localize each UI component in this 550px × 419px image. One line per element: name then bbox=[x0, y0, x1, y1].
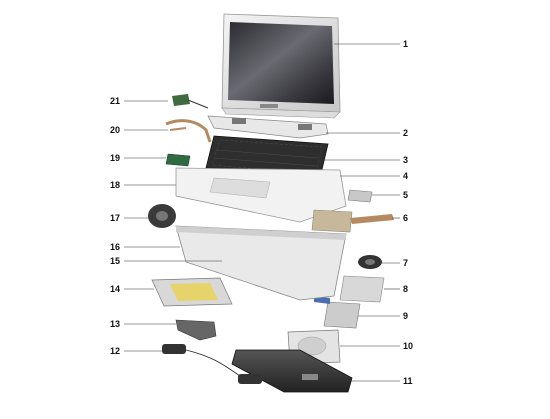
display-assembly bbox=[221, 13, 341, 119]
heatsink bbox=[311, 209, 394, 233]
cover-plate bbox=[339, 275, 385, 303]
callout-3: 3 bbox=[403, 155, 409, 165]
callout-11: 11 bbox=[403, 376, 413, 386]
callout-7: 7 bbox=[403, 258, 409, 268]
callout-13: 13 bbox=[110, 319, 121, 329]
callout-10: 10 bbox=[403, 341, 414, 351]
mini-card-19 bbox=[165, 153, 191, 167]
callout-4: 4 bbox=[403, 171, 409, 181]
callout-17: 17 bbox=[110, 213, 121, 223]
hinge-cover bbox=[207, 115, 329, 139]
callout-8: 8 bbox=[403, 284, 409, 294]
fan-7 bbox=[358, 255, 382, 269]
palm-rest bbox=[175, 167, 347, 223]
hard-drive-bracket bbox=[314, 296, 361, 329]
heat-pipe bbox=[165, 119, 212, 143]
fan-17 bbox=[148, 204, 176, 228]
callout-1: 1 bbox=[403, 39, 409, 49]
leader-lines-right bbox=[318, 43, 400, 382]
battery bbox=[231, 349, 353, 393]
base-assembly bbox=[175, 225, 347, 301]
callout-21: 21 bbox=[110, 96, 121, 106]
callout-12: 12 bbox=[110, 346, 121, 356]
mini-card bbox=[347, 189, 373, 203]
leader-lines-left bbox=[124, 100, 222, 352]
callout-2: 2 bbox=[403, 128, 409, 138]
callout-6: 6 bbox=[403, 213, 409, 223]
daughter-board bbox=[172, 94, 209, 109]
callout-15: 15 bbox=[110, 256, 121, 266]
bracket-13 bbox=[175, 319, 217, 341]
callout-16: 16 bbox=[110, 242, 121, 252]
callout-19: 19 bbox=[110, 153, 121, 163]
callout-20: 20 bbox=[110, 125, 121, 135]
callout-5: 5 bbox=[403, 190, 409, 200]
optical-drive bbox=[151, 277, 233, 307]
callout-18: 18 bbox=[110, 180, 121, 190]
speakers bbox=[162, 344, 262, 384]
callout-9: 9 bbox=[403, 311, 409, 321]
callout-14: 14 bbox=[110, 284, 121, 294]
